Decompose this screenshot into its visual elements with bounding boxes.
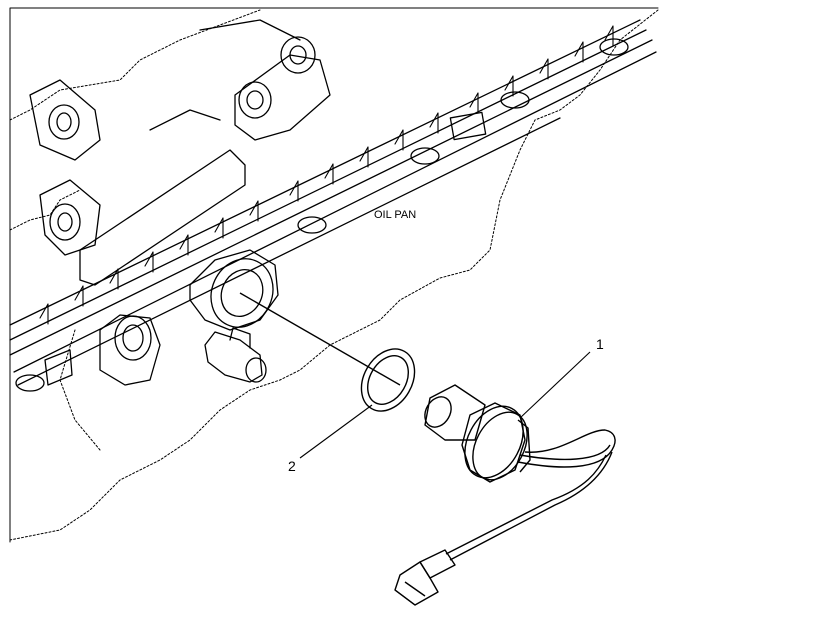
leader-line-2: [299, 404, 373, 459]
flange-bolts: [15, 38, 629, 392]
alignment-line: [239, 292, 401, 386]
engine-mount-bosses: [29, 19, 331, 286]
frame-line: [9, 7, 659, 543]
engine-oil-pan-assembly: [9, 7, 659, 543]
sender-unit: [394, 384, 616, 606]
pan-rail: [9, 29, 647, 341]
leader-lines: [299, 351, 591, 459]
drain-fitting: [204, 327, 267, 383]
oil-pan-inner-outline: [9, 9, 261, 121]
gasket: [360, 348, 416, 412]
leader-line-1: [519, 351, 591, 419]
oil-pan-outline: [9, 9, 659, 541]
oil-pan-label: OIL PAN: [374, 209, 416, 221]
callout-2-label: 2: [288, 458, 296, 474]
block-contour: [9, 189, 101, 451]
flange-ribs: [39, 25, 614, 325]
callout-1-label: 1: [596, 336, 604, 352]
lower-bracket: [44, 314, 161, 386]
sender-port-boss: [189, 249, 279, 331]
pan-rail: [13, 51, 657, 373]
pan-rail: [9, 39, 653, 356]
pan-rail: [17, 117, 561, 386]
